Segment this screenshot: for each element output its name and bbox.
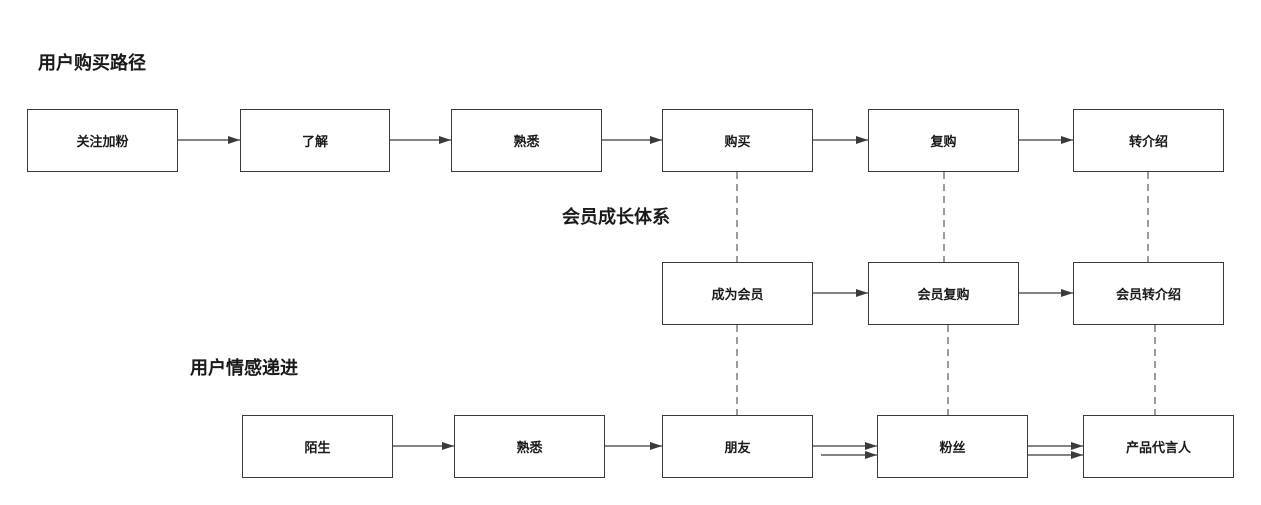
node-referral: 转介绍 (1073, 109, 1224, 172)
section-title-emotion-progression: 用户情感递进 (190, 358, 298, 379)
node-familiar: 熟悉 (451, 109, 602, 172)
node-follow: 关注加粉 (27, 109, 178, 172)
node-acquainted: 熟悉 (454, 415, 605, 478)
node-stranger: 陌生 (242, 415, 393, 478)
node-purchase: 购买 (662, 109, 813, 172)
node-repurchase: 复购 (868, 109, 1019, 172)
node-fan: 粉丝 (877, 415, 1028, 478)
node-member-referral: 会员转介绍 (1073, 262, 1224, 325)
section-title-member-growth: 会员成长体系 (562, 207, 670, 228)
node-friend: 朋友 (662, 415, 813, 478)
section-title-purchase-path: 用户购买路径 (38, 53, 146, 74)
node-brand-ambassador: 产品代言人 (1083, 415, 1234, 478)
node-understand: 了解 (240, 109, 390, 172)
node-member-repurchase: 会员复购 (868, 262, 1019, 325)
node-become-member: 成为会员 (662, 262, 813, 325)
